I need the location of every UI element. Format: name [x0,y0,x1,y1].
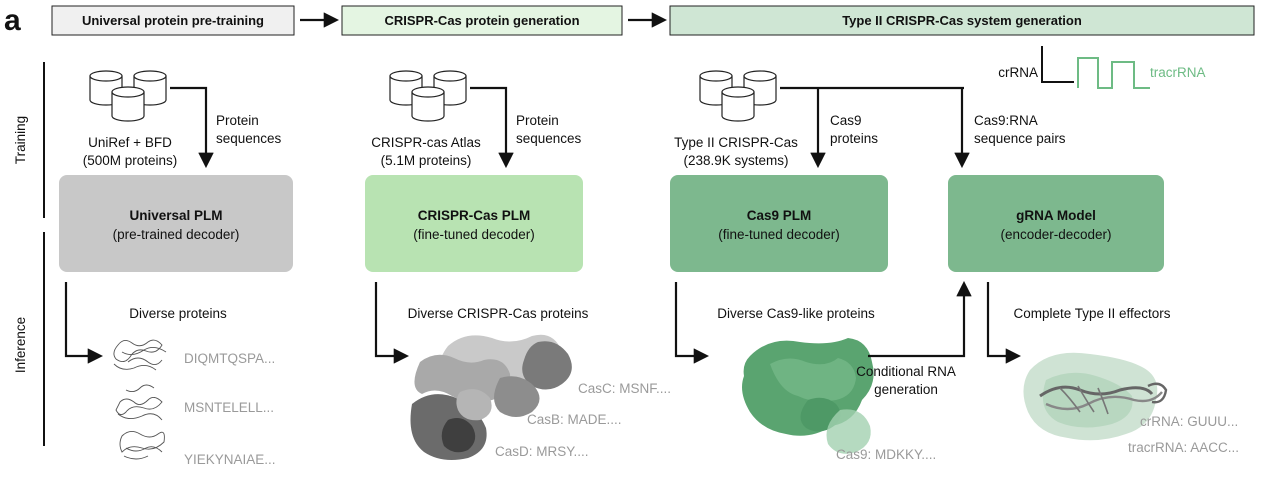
cas9-structure-icon [742,338,874,454]
protein-structure-icon-1 [113,339,167,460]
model-sub-4: (encoder-decoder) [1000,227,1111,242]
model-box-4 [948,175,1164,272]
database-icon-2 [389,70,467,122]
sequence-1-1: DIQMTQSPA... [184,351,275,366]
effector-complex-icon [1023,352,1168,441]
inference-arrow-1 [64,282,104,364]
arrow-label-1-line2: sequences [216,131,282,146]
inference-arrow-3 [674,282,710,364]
stage-header-3: Type II CRISPR-Cas system generation [669,5,1255,36]
output-title-4: Complete Type II effectors [1013,306,1170,321]
rna-legend: crRNA tracrRNA [998,46,1206,89]
sequence-1-2: MSNTELELL... [184,400,274,415]
inference-arrow-4 [986,282,1022,364]
sequence-2-1: CasC: MSNF.... [578,381,671,396]
model-box-3 [670,175,888,272]
sequence-3-1: Cas9: MDKKY.... [836,447,936,462]
db-label-3-line2: (238.9K systems) [683,153,788,168]
tracrrna-legend-line [1077,57,1150,89]
stage-header-1: Universal protein pre-training [51,5,295,36]
arrow-label-1-line1: Protein [216,113,259,128]
output-title-1: Diverse proteins [129,306,227,321]
model-title-1: Universal PLM [129,208,222,223]
crrna-legend-line [1041,46,1074,83]
crrna-legend-label: crRNA [998,65,1038,80]
sequence-1-3: YIEKYNAIAE... [184,452,276,467]
arrow-label-4-line1: Cas9:RNA [974,113,1038,128]
stage-label-2: CRISPR-Cas protein generation [384,13,579,28]
model-sub-2: (fine-tuned decoder) [413,227,535,242]
db-label-2-line1: CRISPR-cas Atlas [371,135,481,150]
model-title-2: CRISPR-Cas PLM [418,208,531,223]
model-title-4: gRNA Model [1016,208,1096,223]
arrow-label-3-line1: Cas9 [830,113,862,128]
output-title-3: Diverse Cas9-like proteins [717,306,875,321]
stage-header-2: CRISPR-Cas protein generation [341,5,623,36]
conditional-label-line2: generation [874,382,938,397]
sequence-2-2: CasB: MADE.... [527,412,622,427]
db-label-3-line1: Type II CRISPR-Cas [674,135,798,150]
arrow-label-3-line2: proteins [830,131,878,146]
database-icon-3 [699,70,777,122]
model-sub-3: (fine-tuned decoder) [718,227,840,242]
model-box-1 [59,175,293,272]
stage-box-3 [669,5,1255,36]
arrow-label-4-line2: sequence pairs [974,131,1066,146]
model-title-3: Cas9 PLM [747,208,812,223]
tracrrna-legend-label: tracrRNA [1150,65,1206,80]
sequence-4-1: crRNA: GUUU... [1140,414,1238,429]
conditional-arrow [868,280,972,358]
conditional-label-line1: Conditional RNA [856,364,956,379]
training-label: Training [13,116,28,164]
db-label-1-line1: UniRef + BFD [88,135,172,150]
training-arrow-1 [170,86,214,169]
stage-label-1: Universal protein pre-training [82,13,264,28]
stage-box-1 [51,5,295,36]
sequence-4-2: tracrRNA: AACC... [1128,440,1239,455]
sequence-2-3: CasD: MRSY.... [495,444,589,459]
db-label-2-line2: (5.1M proteins) [381,153,472,168]
database-icon-1 [89,70,167,122]
arrow-label-2-line1: Protein [516,113,559,128]
cas-complex-icon [410,334,572,460]
model-sub-1: (pre-trained decoder) [113,227,240,242]
stage-label-3: Type II CRISPR-Cas system generation [842,13,1082,28]
output-title-2: Diverse CRISPR-Cas proteins [408,306,589,321]
training-arrow-2 [470,86,514,169]
inference-arrow-2 [374,282,410,364]
arrow-label-2-line2: sequences [516,131,582,146]
db-label-1-line2: (500M proteins) [83,153,178,168]
stage-box-2 [341,5,623,36]
panel-label: a [4,4,21,37]
model-box-2 [365,175,583,272]
inference-label: Inference [13,317,28,373]
